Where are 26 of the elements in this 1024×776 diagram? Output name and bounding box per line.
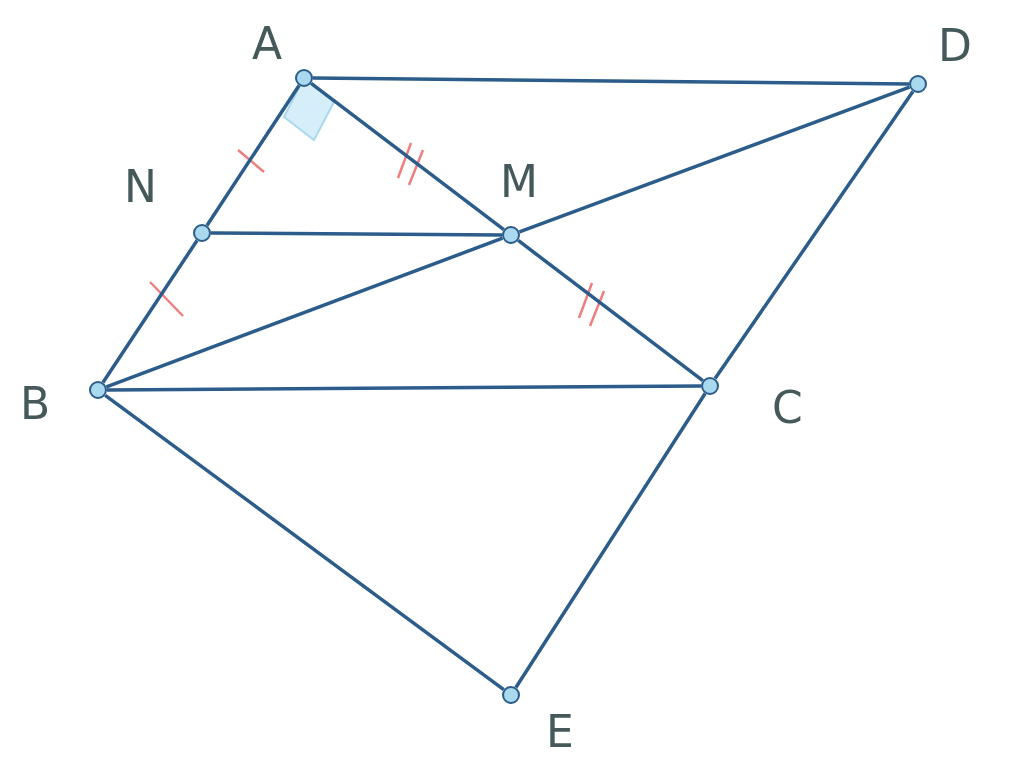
point-marker	[909, 75, 927, 93]
point-label: M	[500, 160, 538, 204]
point-label: D	[938, 24, 972, 68]
line-segment	[313, 76, 909, 86]
point-label: B	[20, 382, 51, 426]
line-segment	[101, 239, 199, 384]
point-label: C	[772, 386, 803, 430]
point-marker	[89, 381, 107, 399]
point-marker	[295, 69, 313, 87]
line-segment	[107, 384, 701, 392]
line-segment	[514, 392, 707, 689]
point-marker	[502, 686, 520, 704]
point-marker	[502, 226, 520, 244]
line-segment	[104, 393, 505, 692]
line-segment	[518, 85, 911, 234]
line-segment	[205, 84, 301, 227]
point-marker	[701, 377, 719, 395]
line-segment	[310, 82, 505, 231]
point-marker	[193, 224, 211, 242]
point-label: E	[546, 710, 574, 754]
line-segment	[105, 236, 504, 389]
point-label: A	[252, 22, 283, 66]
line-segment	[211, 231, 502, 237]
point-label: N	[124, 165, 157, 209]
line-segment	[713, 90, 915, 380]
line-segment	[517, 239, 704, 382]
